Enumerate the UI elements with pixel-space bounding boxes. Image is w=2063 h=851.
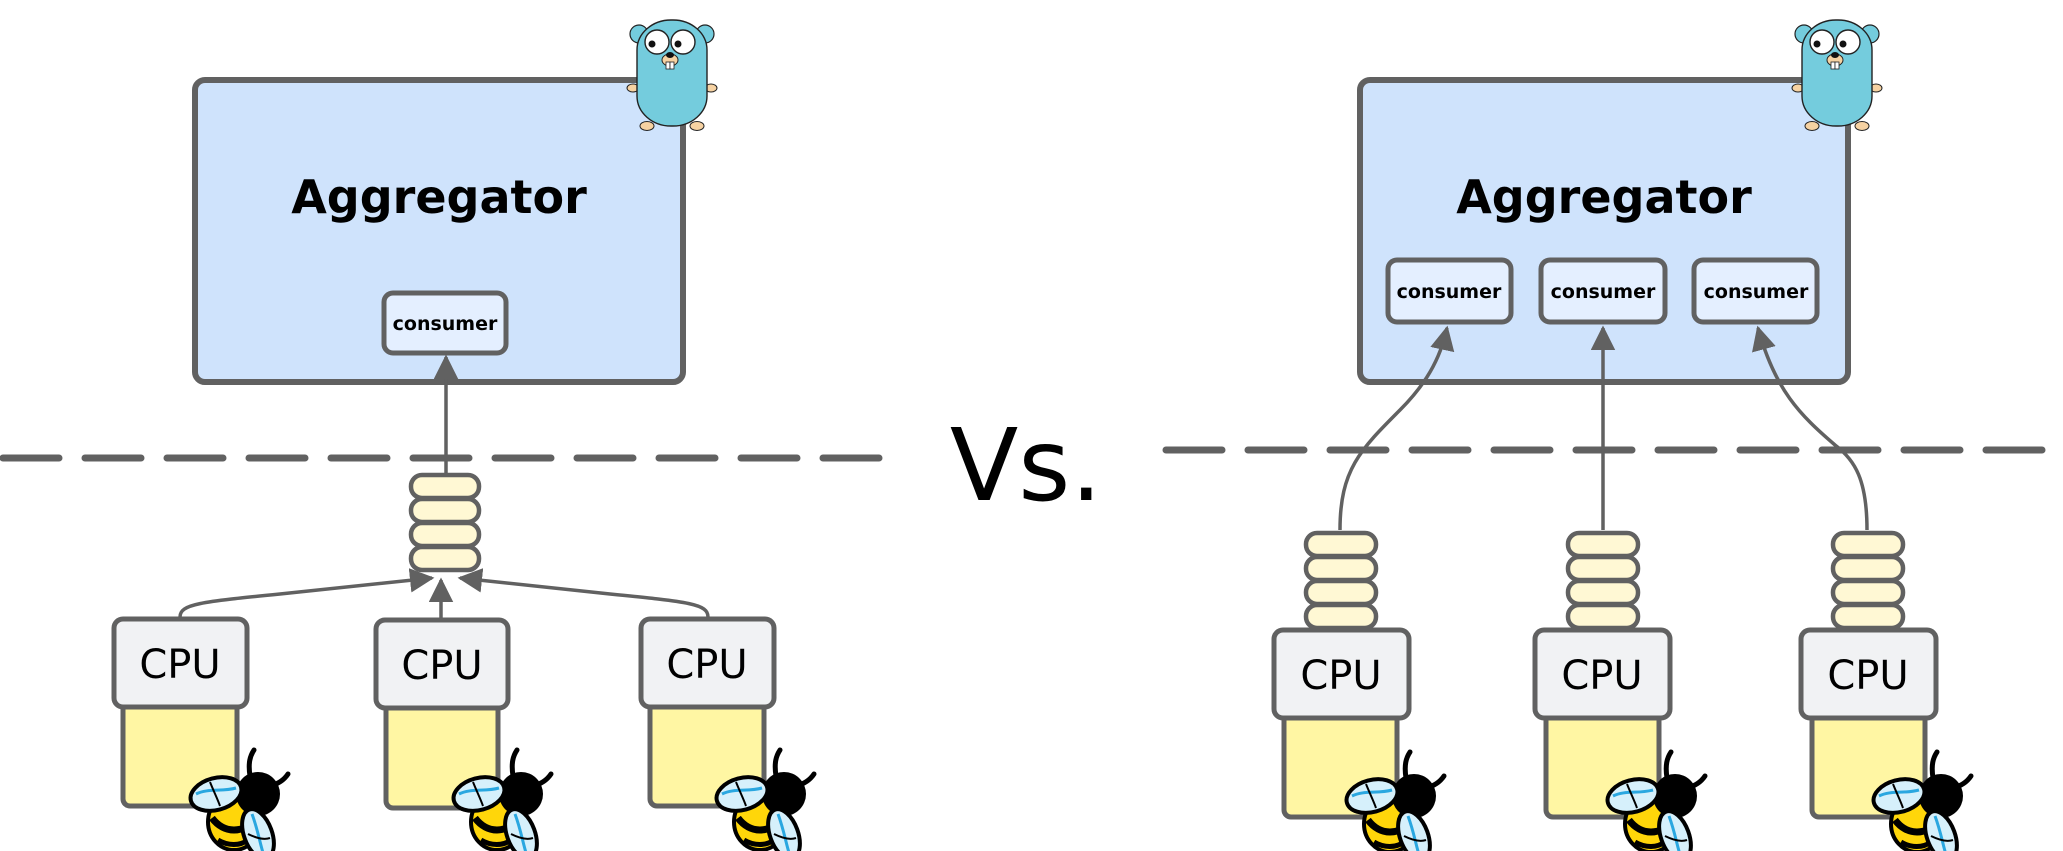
queue-slot <box>1303 578 1379 607</box>
queue-slot <box>1830 578 1906 607</box>
right-cpu-3: CPU <box>1798 627 1971 851</box>
right-queue-3 <box>1830 530 1906 631</box>
right-queue1-to-consumer1-arrow <box>1338 325 1455 531</box>
right-queue-2 <box>1565 530 1641 631</box>
queue-slot <box>1565 530 1641 559</box>
consumer-label: consumer <box>1704 281 1809 303</box>
consumer-label: consumer <box>1397 281 1502 303</box>
queue-slot <box>1303 554 1379 583</box>
cpu-box <box>373 617 511 711</box>
left-cpu1-to-queue-arrow <box>178 568 435 618</box>
left-consumer-label: consumer <box>393 313 498 335</box>
cpu-box <box>111 616 250 710</box>
cpu-label: CPU <box>139 642 220 688</box>
left-aggregator-box <box>192 77 686 385</box>
cpu-box <box>1532 627 1673 721</box>
queue-slot <box>1303 530 1379 559</box>
right-queue-1 <box>1303 530 1379 631</box>
right-aggregator-title: Aggregator <box>1456 170 1752 224</box>
cpu-box <box>1798 627 1939 721</box>
queue-slot <box>1830 602 1906 631</box>
consumer-box <box>1385 257 1514 325</box>
queue-slot <box>1565 554 1641 583</box>
consumer-box <box>1538 257 1668 325</box>
right-consumer-3: consumer <box>1691 257 1820 325</box>
queue-slot <box>408 472 482 501</box>
queue-slot <box>1303 602 1379 631</box>
cpu-label: CPU <box>1561 653 1642 699</box>
queue-slot <box>1565 602 1641 631</box>
left-aggregator-title: Aggregator <box>291 170 587 224</box>
right-queue3-to-consumer3-arrow <box>1752 325 1869 531</box>
cpu-label: CPU <box>401 643 482 689</box>
cpu-label: CPU <box>1300 653 1381 699</box>
queue-slot <box>1565 578 1641 607</box>
cpu-box <box>638 616 777 710</box>
right-cpu-1: CPU <box>1271 627 1444 851</box>
left-cpu-2: CPU <box>373 617 551 851</box>
left-cpu-1: CPU <box>111 616 288 851</box>
right-consumer-2: consumer <box>1538 257 1668 325</box>
queue-slot <box>408 496 482 525</box>
consumer-box <box>1691 257 1820 325</box>
consumer-label: consumer <box>1551 281 1656 303</box>
left-cpu3-to-queue-arrow <box>457 568 710 618</box>
left-cpu-3: CPU <box>638 616 814 851</box>
right-cpu-2: CPU <box>1532 627 1705 851</box>
left-consumer-box <box>381 290 509 356</box>
right-consumer-1: consumer <box>1385 257 1514 325</box>
queue-slot <box>408 544 482 573</box>
cpu-box <box>1271 627 1412 721</box>
left-architecture: Aggregator consumer CPU CPU <box>0 19 903 851</box>
left-shared-queue <box>408 472 482 573</box>
cpu-label: CPU <box>1827 653 1908 699</box>
cpu-label: CPU <box>666 642 747 688</box>
versus-label: Vs. <box>950 407 1102 524</box>
queue-slot <box>408 520 482 549</box>
queue-slot <box>1830 530 1906 559</box>
right-architecture: Aggregator consumer consumer consumer <box>1162 19 2063 851</box>
queue-slot <box>1830 554 1906 583</box>
